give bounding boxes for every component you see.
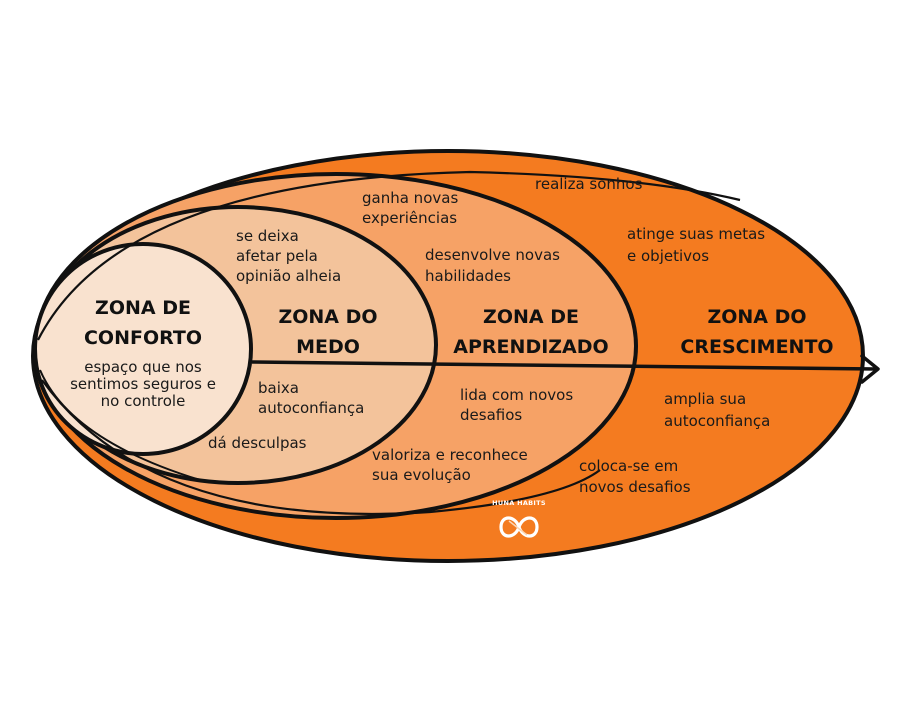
conforto-title-line2: CONFORTO (84, 327, 202, 349)
medo-bottom2-line: dá desculpas (208, 434, 307, 452)
medo-top-line: opinião alheia (236, 267, 341, 285)
aprendizado-top2-line: desenvolve novas (425, 246, 560, 264)
arrow-head-icon (860, 354, 880, 384)
sketch-stroke (37, 170, 741, 341)
aprendizado-bottom1-line: lida com novos (460, 386, 573, 404)
aprendizado-title-line2: APRENDIZADO (453, 336, 608, 358)
conforto-desc-line: no controle (101, 392, 186, 410)
aprendizado-title-line1: ZONA DE (483, 306, 579, 328)
conforto-desc-line: sentimos seguros e (70, 375, 216, 393)
crescimento-bottom1-line: amplia sua (664, 390, 746, 408)
conforto-title-line1: ZONA DE (95, 297, 191, 319)
crescimento-bottom2-line: coloca-se em (579, 457, 678, 475)
medo-title-line2: MEDO (296, 336, 360, 358)
aprendizado-top2-line: habilidades (425, 267, 511, 285)
brand-logo: HUNA HABITS (492, 499, 546, 538)
aprendizado-bottom2-line: sua evolução (372, 466, 471, 484)
medo-bottom1-line: baixa (258, 379, 299, 397)
growth-arrow-line (251, 360, 877, 371)
conforto-desc-line: espaço que nos (84, 358, 202, 376)
crescimento-bottom1-line: autoconfiança (664, 412, 770, 430)
aprendizado-bottom2-line: valoriza e reconhece (372, 446, 528, 464)
medo-top-line: afetar pela (236, 247, 318, 265)
zona-conforto-ellipse (33, 242, 253, 456)
medo-top-line: se deixa (236, 227, 299, 245)
medo-bottom1-line: autoconfiança (258, 399, 364, 417)
aprendizado-bottom1-line: desafios (460, 406, 522, 424)
sketch-stroke (41, 379, 601, 515)
aprendizado-top1-line: ganha novas (362, 189, 458, 207)
brand-name: HUNA HABITS (492, 499, 546, 507)
aprendizado-top1-line: experiências (362, 209, 457, 227)
sketch-stroke (39, 369, 201, 481)
crescimento-top2-line: atinge suas metas (627, 225, 765, 243)
crescimento-title-line1: ZONA DO (707, 306, 806, 328)
crescimento-title-line2: CRESCIMENTO (680, 336, 833, 358)
crescimento-top1-line: realiza sonhos (535, 175, 643, 193)
medo-title-line1: ZONA DO (278, 306, 377, 328)
crescimento-top2-line: e objetivos (627, 247, 709, 265)
crescimento-bottom2-line: novos desafios (579, 478, 691, 496)
infinity-logo-icon (499, 516, 539, 538)
